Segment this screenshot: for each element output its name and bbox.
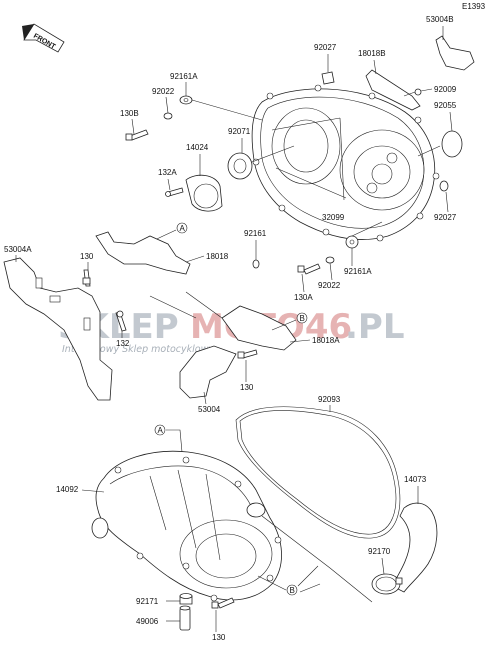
- label-49006: 49006: [136, 617, 159, 626]
- part-14024: [185, 174, 223, 212]
- label-132A: 132A: [158, 168, 177, 177]
- part-132A: [165, 187, 184, 197]
- ref-marker-a-top: A: [176, 222, 188, 234]
- svg-text:A: A: [180, 224, 186, 233]
- label-92027-right: 92027: [434, 213, 457, 222]
- label-92161A-mid: 92161A: [344, 267, 372, 276]
- ref-marker-a-bottom: A: [154, 424, 166, 436]
- label-130-mid: 130: [240, 383, 254, 392]
- label-14073: 14073: [404, 475, 427, 484]
- label-130A: 130A: [294, 293, 313, 302]
- ref-marker-b-top: B: [296, 312, 308, 324]
- label-53004B: 53004B: [426, 15, 454, 24]
- label-53004A: 53004A: [4, 245, 32, 254]
- label-132: 132: [116, 339, 130, 348]
- label-18018A: 18018A: [312, 336, 340, 345]
- part-53004: [179, 345, 237, 399]
- label-14092: 14092: [56, 485, 79, 494]
- part-92009: [403, 88, 422, 97]
- label-92161: 92161: [244, 229, 267, 238]
- label-92022-mid: 92022: [318, 281, 341, 290]
- front-arrow-icon: FRONT: [22, 23, 65, 53]
- watermark-tagline: Internetowy Sklep motocyklowy: [62, 344, 214, 355]
- label-18018B: 18018B: [358, 49, 386, 58]
- svg-text:A: A: [158, 426, 164, 435]
- part-130B: [125, 129, 149, 141]
- inner-cover-14092: [91, 450, 282, 602]
- part-92161A-mid: [345, 235, 359, 249]
- part-130-bottom: [211, 597, 235, 609]
- part-18018A: [221, 305, 297, 351]
- svg-text:B: B: [290, 586, 295, 595]
- label-92055: 92055: [434, 101, 457, 110]
- label-92071: 92071: [228, 127, 251, 136]
- part-92022-mid: [325, 256, 335, 264]
- label-92093: 92093: [318, 395, 341, 404]
- part-92027-right: [439, 180, 449, 192]
- part-49006: [179, 605, 191, 631]
- ref-marker-b-bottom: B: [286, 584, 298, 596]
- label-130-left: 130: [80, 252, 94, 261]
- diagram-code: E1393: [462, 2, 486, 11]
- label-53004: 53004: [198, 405, 221, 414]
- svg-text:B: B: [300, 314, 305, 323]
- label-92161A-top: 92161A: [170, 72, 198, 81]
- label-130-bottom: 130: [212, 633, 226, 642]
- part-92171: [179, 593, 193, 605]
- part-130-left: [82, 269, 91, 287]
- label-32099: 32099: [322, 213, 345, 222]
- part-92161A-top: [179, 95, 193, 105]
- label-92170: 92170: [368, 547, 391, 556]
- part-130-mid: [237, 349, 258, 359]
- outer-cover-32099: [251, 84, 440, 242]
- part-92071: [227, 152, 253, 180]
- part-92027-top: [321, 71, 335, 85]
- label-18018: 18018: [206, 252, 229, 261]
- part-18018B: [365, 69, 421, 111]
- label-92027-top: 92027: [314, 43, 337, 52]
- part-92055: [441, 130, 463, 158]
- part-92022-top: [163, 112, 173, 120]
- watermark-brand-tld: .PL: [345, 307, 405, 347]
- part-18018: [95, 231, 191, 275]
- label-92009: 92009: [434, 85, 457, 94]
- part-53004B: [435, 35, 475, 71]
- label-92171: 92171: [136, 597, 159, 606]
- label-92022-top: 92022: [152, 87, 175, 96]
- part-130A: [297, 263, 321, 275]
- label-130B: 130B: [120, 109, 139, 118]
- part-92093: [235, 406, 401, 539]
- part-92170: [371, 573, 403, 595]
- label-14024: 14024: [186, 143, 209, 152]
- part-14073: [391, 502, 438, 593]
- part-92161: [252, 259, 260, 269]
